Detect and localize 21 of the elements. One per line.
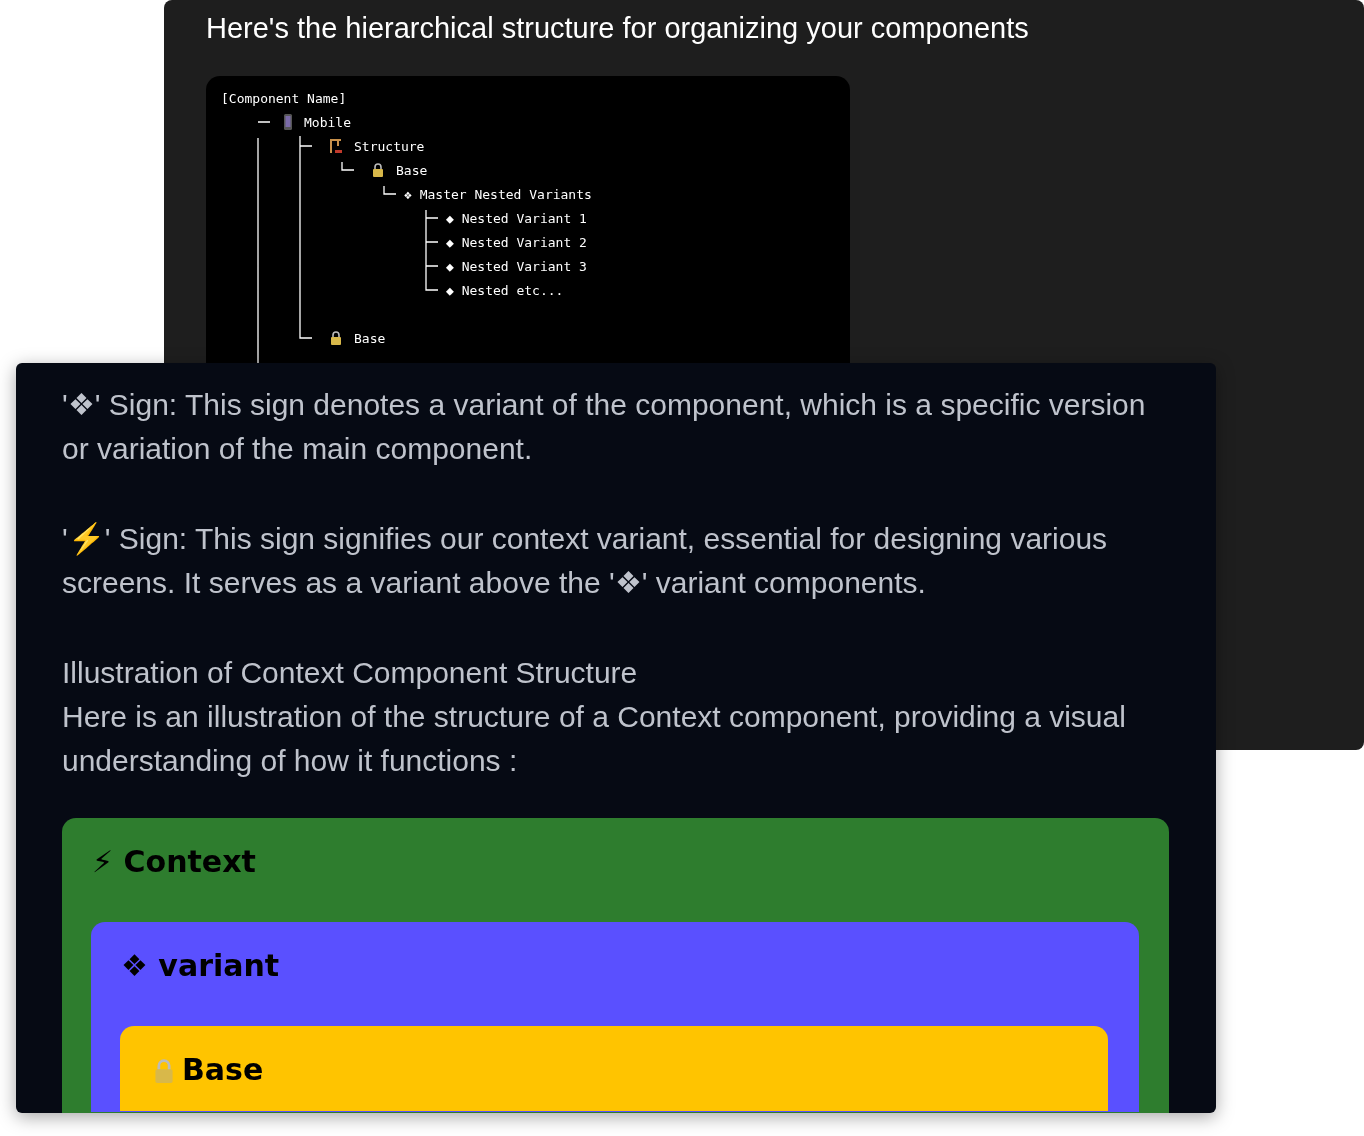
tree-item-label: Structure (354, 138, 425, 156)
context-box (62, 818, 1169, 1113)
tree-item-label: Base (396, 162, 428, 180)
tree-root-label: [Component Name] (221, 90, 347, 108)
tree-item-label: Mobile (304, 114, 351, 132)
paragraph: '⚡' Sign: This sign signifies our context variant, essential for designing various screens. It serves as a variant above the '❖' variant components. (62, 521, 1109, 601)
variant-box (91, 922, 1139, 1112)
box-title: Base (182, 1052, 264, 1087)
box-title: ❖ variant (121, 948, 280, 983)
tree-item-label: ◆ Nested etc... (446, 282, 564, 300)
tree-item-label: Base (354, 330, 386, 348)
paragraph: '❖' Sign: This sign denotes a variant of the component, which is a specific version or variation of the main component. (62, 387, 1147, 467)
tree-item-label: ❖ Master Nested Variants (404, 186, 592, 204)
tree-item-label: ◆ Nested Variant 3 (446, 258, 587, 276)
tree-item-label: ◆ Nested Variant 2 (446, 234, 587, 252)
tree-item-label: ◆ Nested Variant 1 (446, 210, 587, 228)
box-title: ⚡ Context (92, 844, 256, 879)
heading: Here's the hierarchical structure for organizing your components (206, 12, 1029, 45)
subheading: Illustration of Context Component Structure (62, 655, 639, 691)
base-box (120, 1026, 1108, 1111)
paragraph: Here is an illustration of the structure of a Context component, providing a visual understanding of how it functions : (62, 699, 1127, 779)
